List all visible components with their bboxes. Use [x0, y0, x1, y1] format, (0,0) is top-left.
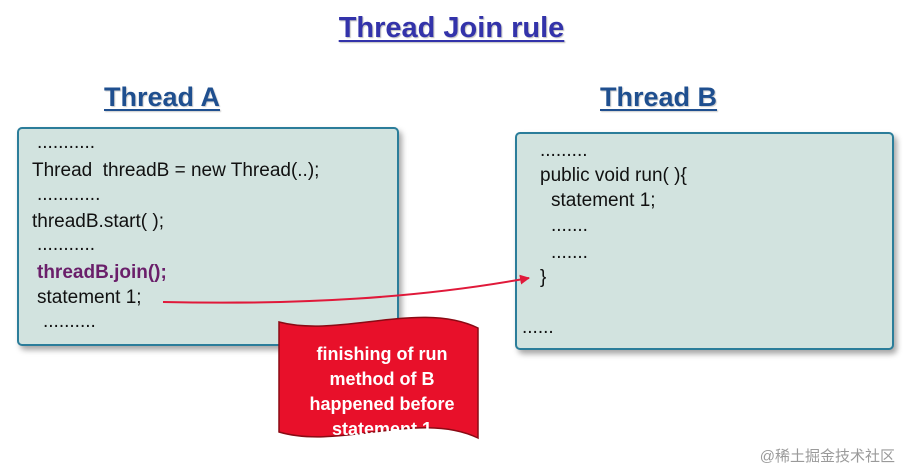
flag-line-2: method of B: [329, 369, 435, 389]
watermark: @稀土掘金技术社区: [759, 448, 895, 465]
thread-b-heading: Thread B: [600, 82, 718, 112]
thread-b-line-5: .......: [551, 242, 588, 263]
thread-a-statement-1: statement 1;: [37, 287, 142, 308]
thread-a-line-1: ...........: [37, 132, 96, 153]
thread-b-line-4: .......: [551, 215, 588, 236]
thread-a-line-3: ............: [37, 184, 101, 205]
thread-b-run-method: public void run( ){: [540, 165, 687, 186]
red-flag-banner: [278, 316, 479, 440]
thread-b-line-7: ......: [522, 317, 554, 338]
flag-text: finishing of run method of B happened be…: [286, 342, 478, 442]
thread-a-line-4: threadB.start( );: [32, 211, 164, 232]
thread-b-statement-1: statement 1;: [551, 190, 656, 211]
thread-a-line-2: Thread threadB = new Thread(..);: [32, 160, 320, 181]
thread-b-code-box: [515, 132, 894, 350]
flag-line-4: statement 1: [331, 419, 433, 439]
thread-b-line-1: .........: [540, 140, 588, 161]
thread-a-line-5: ...........: [37, 234, 96, 255]
happens-before-arrow: [162, 274, 530, 304]
thread-a-join-call: threadB.join();: [37, 262, 167, 283]
flag-line-3: happened before: [309, 394, 455, 414]
thread-a-heading: Thread A: [104, 82, 221, 112]
flag-line-1: finishing of run: [316, 344, 448, 364]
thread-b-closing-brace: }: [540, 267, 547, 288]
thread-a-code-box: [17, 127, 399, 346]
thread-a-line-8: ..........: [43, 311, 96, 332]
diagram-title: Thread Join rule: [338, 12, 565, 44]
